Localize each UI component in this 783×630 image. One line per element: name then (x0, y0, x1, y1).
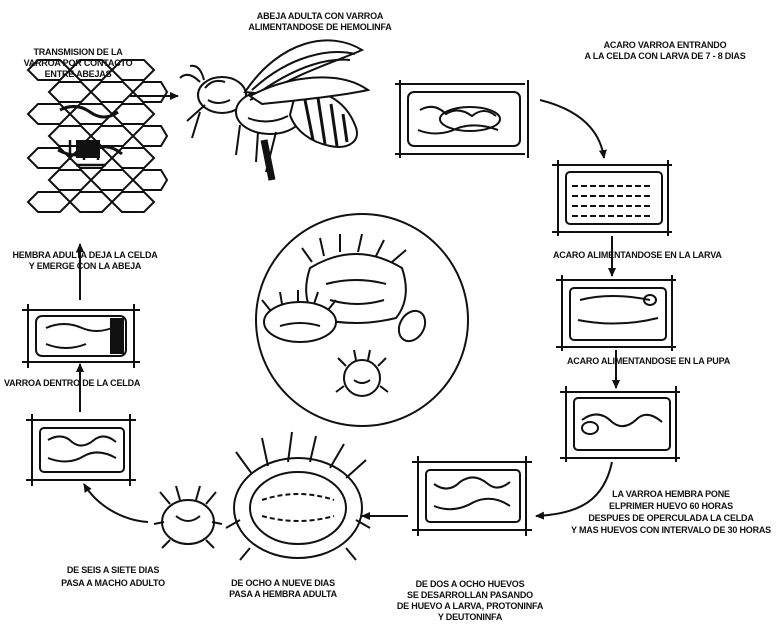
adult-female-mite-illustration (226, 432, 370, 560)
cell-eggs-developing-illustration (412, 456, 532, 536)
label-adult-bee: ABEJA ADULTA CON VARROA ALIMENTANDOSE DE… (230, 11, 410, 33)
label-transmission: TRANSMISION DE LA VARROA POR CONTACTO EN… (22, 47, 134, 80)
label-female-lays: LA VARROA HEMBRA PONE ELPRIMER HUEVO 60 … (560, 488, 782, 536)
adult-male-mite-illustration (154, 486, 222, 548)
label-eight-to-nine-days: DE OCHO A NUEVE DIAS PASA A HEMBRA ADULT… (218, 578, 348, 600)
label-feeding-larva: ACARO ALIMENTANDOSE EN LA LARVA (553, 250, 773, 261)
cell-mite-entering-illustration (395, 80, 528, 158)
label-mite-entering: ACARO VARROA ENTRANDO A LA CELDA CON LAR… (560, 40, 770, 62)
arrow-to-inside-cell (84, 484, 148, 522)
adult-bee-illustration (180, 40, 368, 180)
cell-feeding-larva-illustration (552, 160, 672, 236)
label-female-leaves: HEMBRA ADULTA DEJA LA CELDA Y EMERGE CON… (0, 250, 170, 272)
dark-cap (110, 318, 124, 354)
honeycomb-illustration (28, 60, 167, 212)
label-inside-cell: VARROA DENTRO DE LA CELDA (4, 378, 174, 389)
central-mites-circle (256, 214, 468, 426)
label-six-to-seven-days: DE SEIS A SIETE DIAS PASA A MACHO ADULTO (48, 564, 178, 590)
arrow-to-larva-cell (540, 100, 604, 158)
cell-varroa-inside-illustration (26, 414, 136, 486)
dark-cell (76, 140, 100, 158)
label-two-to-eight-eggs: DE DOS A OCHO HUEVOS SE DESARROLLAN PASA… (380, 579, 560, 623)
cell-feeding-pupa-illustration (556, 275, 676, 351)
label-feeding-pupa: ACARO ALIMENTANDOSE EN LA PUPA (567, 356, 777, 367)
cell-capped-eggs-illustration (560, 386, 680, 462)
